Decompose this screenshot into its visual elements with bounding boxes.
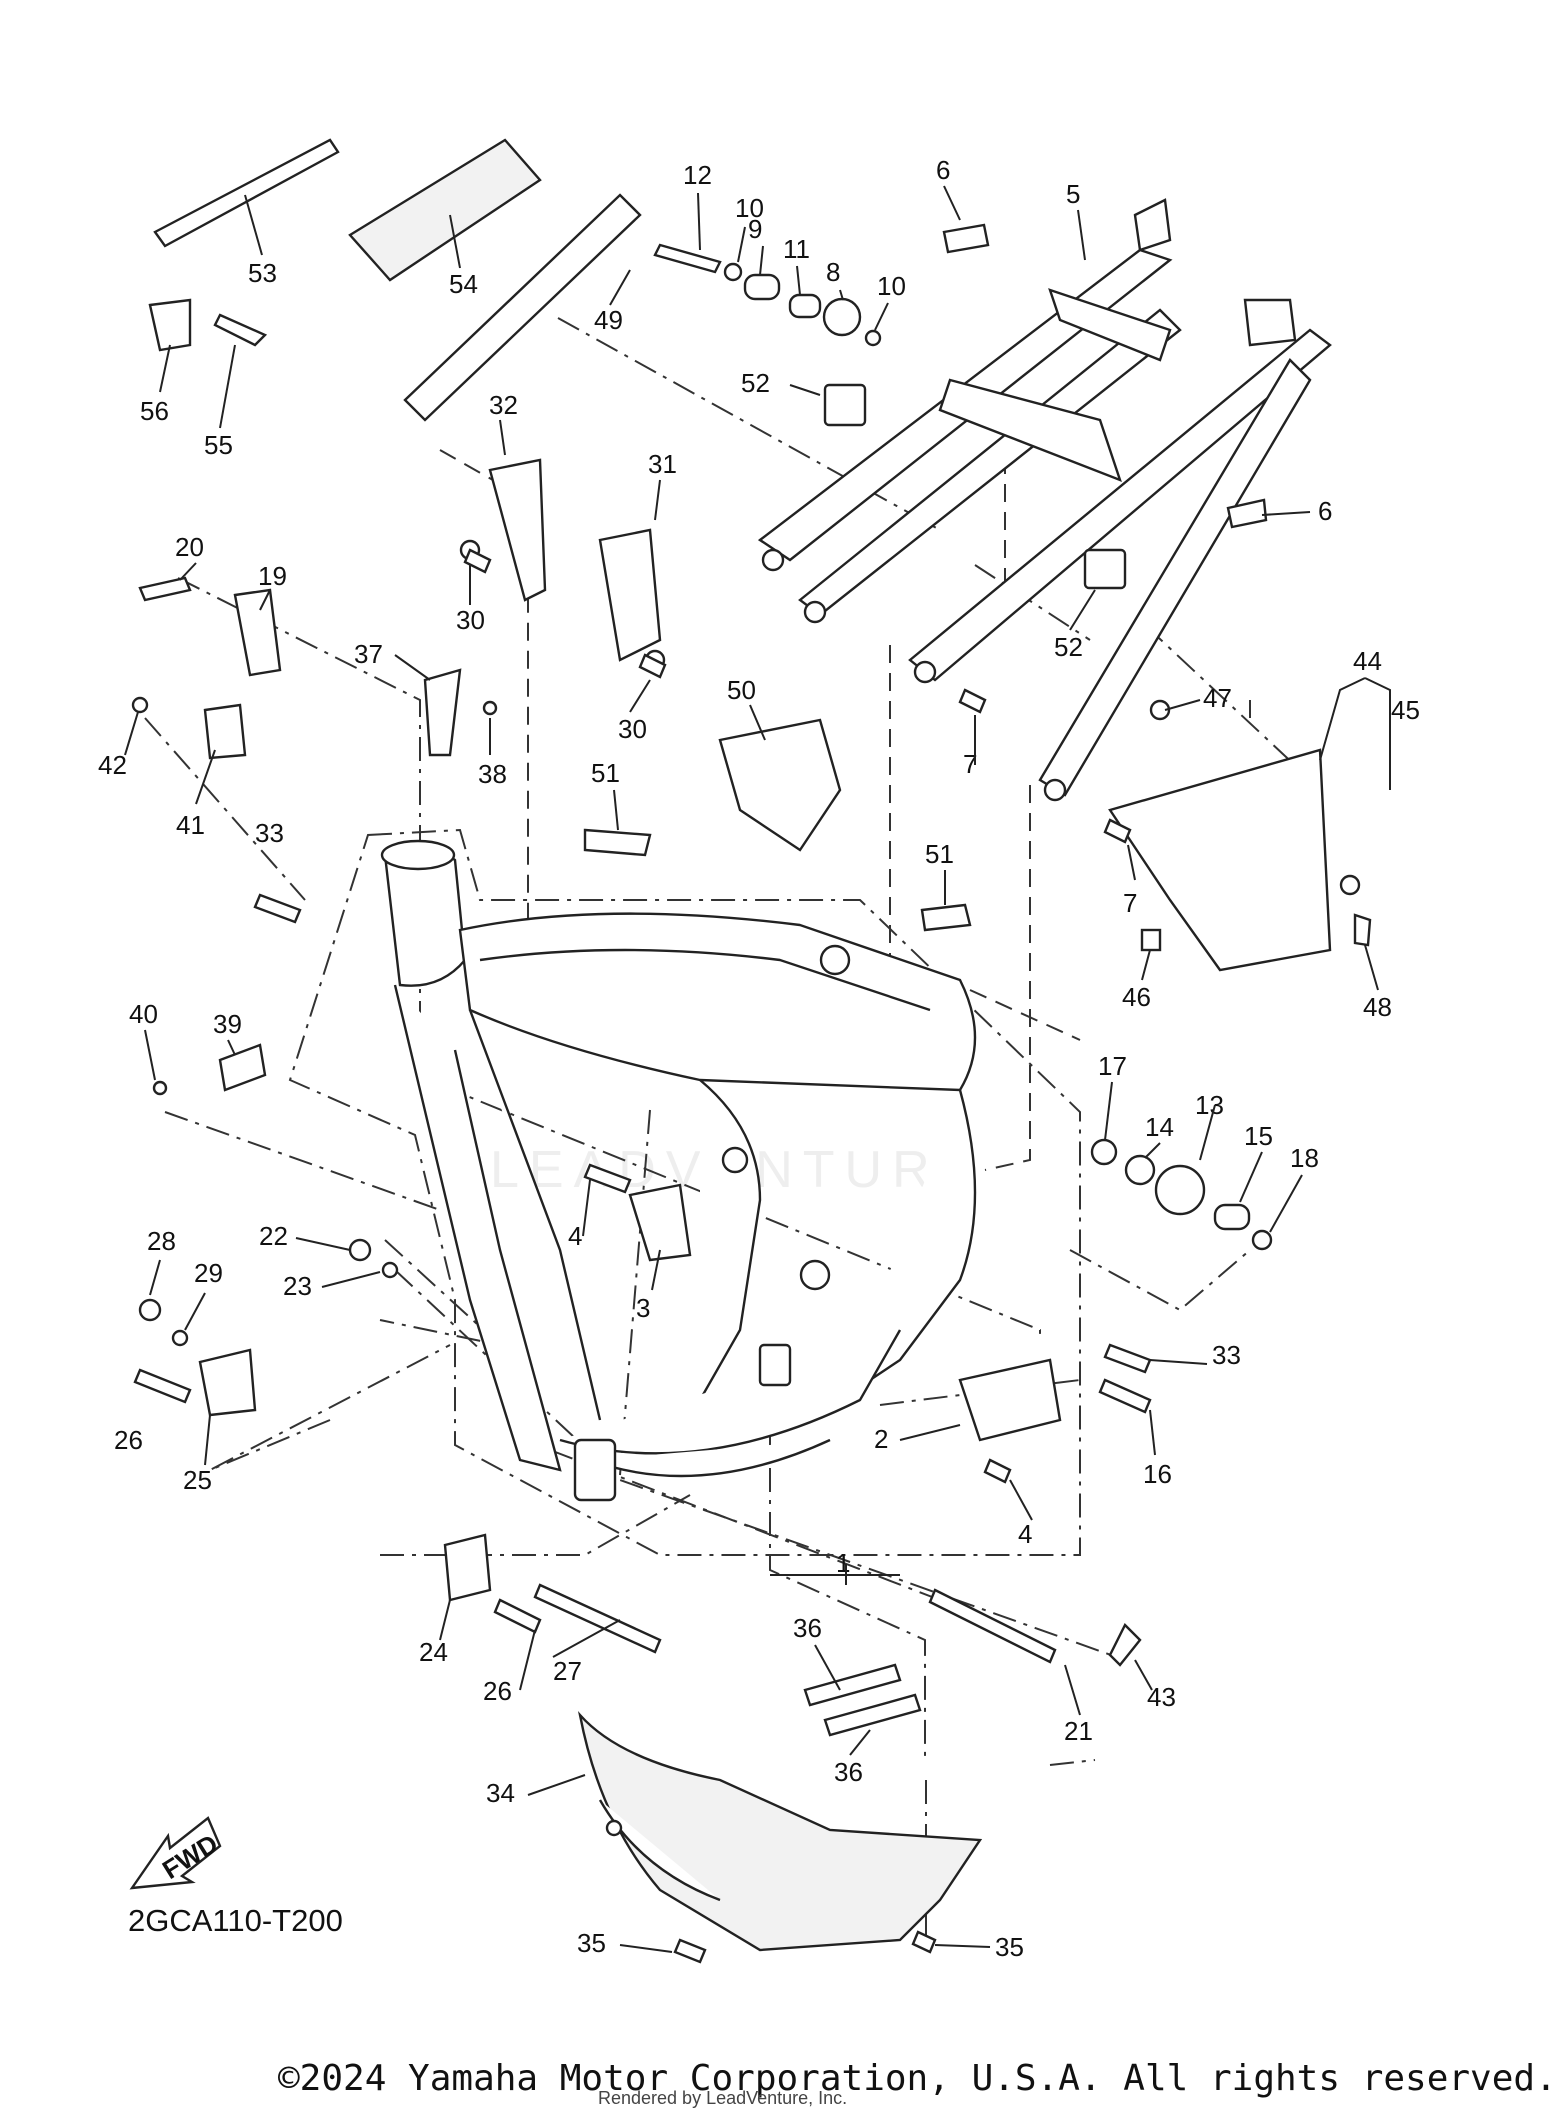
callout-40: 40 — [129, 999, 158, 1029]
callout-16: 16 — [1143, 1459, 1172, 1489]
callout-33b: 33 — [1212, 1340, 1241, 1370]
callout-19: 19 — [258, 561, 287, 591]
callout-50: 50 — [727, 675, 756, 705]
callout-1: 1 — [836, 1548, 850, 1578]
callout-12: 12 — [683, 160, 712, 190]
callout-31: 31 — [648, 449, 677, 479]
callout-15: 15 — [1244, 1121, 1273, 1151]
callout-27: 27 — [553, 1656, 582, 1686]
callout-25: 25 — [183, 1465, 212, 1495]
callout-42: 42 — [98, 750, 127, 780]
main-frame — [380, 839, 977, 1502]
callout-36a: 36 — [793, 1613, 822, 1643]
callout-10a: 10 — [735, 193, 764, 223]
callout-28: 28 — [147, 1226, 176, 1256]
callout-53: 53 — [248, 258, 277, 288]
callout-24: 24 — [419, 1637, 448, 1667]
callout-20: 20 — [175, 532, 204, 562]
callout-2: 2 — [874, 1424, 888, 1454]
callout-35a: 35 — [577, 1928, 606, 1958]
callout-35b: 35 — [995, 1932, 1024, 1962]
callout-45: 45 — [1391, 695, 1420, 725]
callout-46: 46 — [1122, 982, 1151, 1012]
callout-17: 17 — [1098, 1051, 1127, 1081]
callout-51a: 51 — [591, 758, 620, 788]
callout-30a: 30 — [456, 605, 485, 635]
callout-29: 29 — [194, 1258, 223, 1288]
callout-26b: 26 — [483, 1676, 512, 1706]
callout-7b: 7 — [1123, 888, 1137, 918]
callout-6a: 6 — [936, 155, 950, 185]
callout-4a: 4 — [568, 1221, 582, 1251]
callout-56: 56 — [140, 396, 169, 426]
fwd-arrow-icon: FWD — [129, 1816, 223, 1890]
callout-48: 48 — [1363, 992, 1392, 1022]
callout-9: 9 — [748, 214, 762, 244]
exploded-parts-diagram: FWD 1 2 3 4 4 5 6 6 7 7 8 9 10 10 11 12 … — [98, 138, 1420, 1964]
copyright-notice: ©2024 Yamaha Motor Corporation, U.S.A. A… — [278, 2058, 1557, 2099]
callout-52a: 52 — [741, 368, 770, 398]
rear-subframe — [757, 198, 1332, 802]
callout-34: 34 — [486, 1778, 515, 1808]
callout-7a: 7 — [963, 749, 977, 779]
rendered-by-credit: Rendered by LeadVenture, Inc. — [598, 2088, 848, 2108]
diagram-code: 2GCA110-T200 — [128, 1903, 343, 1938]
callout-33a: 33 — [255, 818, 284, 848]
callout-55: 55 — [204, 430, 233, 460]
callout-49: 49 — [594, 305, 623, 335]
callout-52b: 52 — [1054, 632, 1083, 662]
small-parts — [131, 138, 1372, 1964]
callout-41: 41 — [176, 810, 205, 840]
callout-30b: 30 — [618, 714, 647, 744]
callout-13: 13 — [1195, 1090, 1224, 1120]
callout-21: 21 — [1064, 1716, 1093, 1746]
callout-23: 23 — [283, 1271, 312, 1301]
callout-18: 18 — [1290, 1143, 1319, 1173]
callout-5: 5 — [1066, 179, 1080, 209]
callout-39: 39 — [213, 1009, 242, 1039]
callout-labels: 1 2 3 4 4 5 6 6 7 7 8 9 10 10 11 12 13 1… — [98, 155, 1420, 1962]
callout-4b: 4 — [1018, 1519, 1032, 1549]
callout-26a: 26 — [114, 1425, 143, 1455]
callout-38: 38 — [478, 759, 507, 789]
callout-51b: 51 — [925, 839, 954, 869]
callout-32: 32 — [489, 390, 518, 420]
leader-lines — [144, 317, 1301, 1945]
callout-3: 3 — [636, 1293, 650, 1323]
callout-44: 44 — [1353, 646, 1382, 676]
callout-8: 8 — [826, 257, 840, 287]
callout-14: 14 — [1145, 1112, 1174, 1142]
callout-10b: 10 — [877, 271, 906, 301]
callout-22: 22 — [259, 1221, 288, 1251]
callout-36b: 36 — [834, 1757, 863, 1787]
callout-43: 43 — [1147, 1682, 1176, 1712]
callout-6b: 6 — [1318, 496, 1332, 526]
callout-54: 54 — [449, 269, 478, 299]
callout-ticks — [124, 185, 1391, 1953]
callout-47: 47 — [1203, 683, 1232, 713]
callout-11: 11 — [783, 234, 810, 264]
callout-37: 37 — [354, 639, 383, 669]
